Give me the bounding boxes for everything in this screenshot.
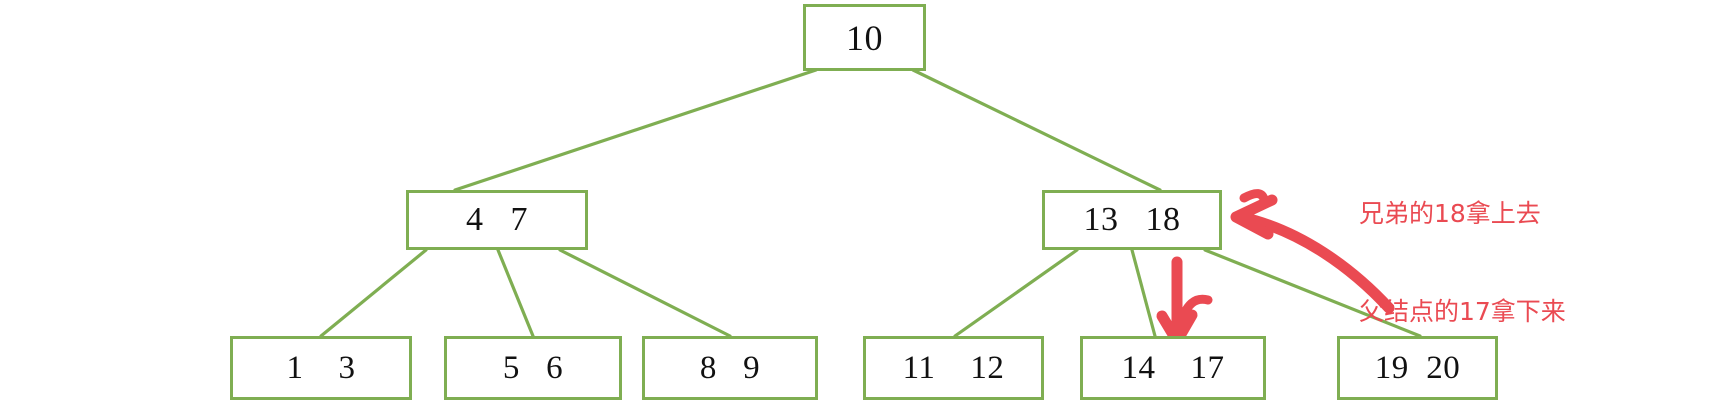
tree-node-label: 11 12 xyxy=(902,349,1005,386)
tree-node-label: 14 17 xyxy=(1121,349,1225,386)
tree-node-label: 19 20 xyxy=(1374,349,1461,386)
tree-node-label: 4 7 xyxy=(466,201,528,238)
tree-node-l2: 5 6 xyxy=(444,336,622,400)
edge-root-right xyxy=(911,68,1162,192)
edge-inl-l3 xyxy=(558,248,732,338)
tree-node-label: 5 6 xyxy=(502,349,564,386)
tree-node-l1: 1 3 xyxy=(230,336,412,400)
tree-node-inl: 4 7 xyxy=(406,190,588,250)
tree-node-inr: 13 18 xyxy=(1042,190,1222,250)
annotation-line-1: 兄弟的18拿上去 xyxy=(1359,199,1541,228)
tree-node-l4: 11 12 xyxy=(863,336,1044,400)
edge-inl-l2 xyxy=(496,248,535,338)
tree-node-label: 1 3 xyxy=(286,349,356,386)
annotation-text: 兄弟的18拿上去 父结点的17拿下来 xyxy=(1359,133,1566,393)
tree-node-l6: 19 20 xyxy=(1337,336,1498,400)
edge-inr-l5 xyxy=(1130,248,1157,338)
tree-node-l5: 14 17 xyxy=(1080,336,1266,400)
tree-node-label: 13 18 xyxy=(1083,201,1181,238)
arrow-curved-18-hook xyxy=(1239,189,1269,204)
tree-node-l3: 8 9 xyxy=(642,336,818,400)
edge-root-left xyxy=(453,68,818,192)
arrow-curved-18-head xyxy=(1230,194,1278,240)
edge-inl-l1 xyxy=(319,248,428,338)
annotation-line-2: 父结点的17拿下来 xyxy=(1359,296,1566,326)
tree-node-label: 8 9 xyxy=(699,349,761,386)
tree-node-root: 10 xyxy=(803,4,926,71)
edge-inr-l4 xyxy=(953,248,1079,338)
tree-node-label: 10 xyxy=(846,17,883,58)
arrow-down-17-hook xyxy=(1173,294,1213,335)
arrow-down-17 xyxy=(1156,256,1213,347)
